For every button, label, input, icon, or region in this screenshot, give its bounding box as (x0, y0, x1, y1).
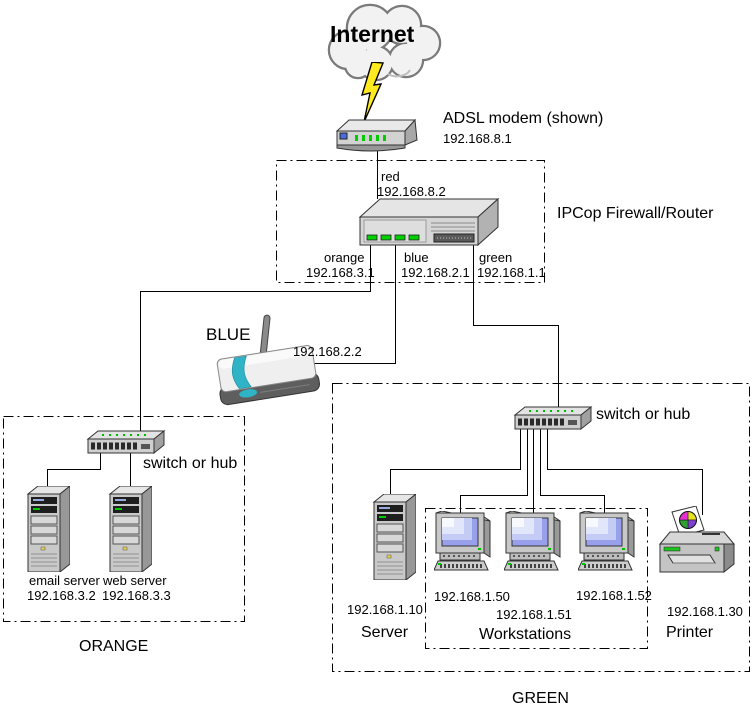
server-ip: 192.168.1.10 (347, 602, 423, 617)
workstation-3-ip: 192.168.1.52 (576, 588, 652, 603)
green-zone-box (332, 383, 750, 672)
internet-label: Internet (330, 21, 415, 47)
orange-interface-name: orange (324, 250, 365, 265)
link-orange-switch (140, 245, 371, 435)
workstation-2-icon (504, 511, 561, 571)
ipcop-zone-box (276, 160, 545, 283)
blue-zone-label: BLUE (206, 325, 251, 344)
firewall-router-icon (358, 197, 500, 247)
blue-interface-name: blue (404, 250, 429, 265)
green-zone-label: GREEN (512, 690, 569, 707)
blue-interface-ip: 192.168.2.1 (401, 265, 470, 280)
access-point-ip: 192.168.2.2 (293, 344, 362, 359)
workstations-label: Workstations (479, 626, 572, 643)
workstation-3-icon (578, 511, 635, 571)
lightning-bolt-icon (360, 62, 385, 123)
email-server-icon (26, 486, 70, 572)
ipcop-label: IPCop Firewall/Router (557, 205, 714, 222)
workstation-1-ip: 192.168.1.50 (434, 589, 510, 604)
web-server-label: web server (103, 573, 167, 588)
printer-label: Printer (666, 624, 714, 641)
link-switch-server (390, 429, 521, 497)
workstations-box (425, 508, 648, 649)
link-switch-email-server (47, 451, 101, 489)
orange-interface-ip: 192.168.3.1 (306, 265, 375, 280)
green-interface-name: green (479, 250, 513, 265)
green-switch-icon (513, 405, 593, 431)
workstation-2-ip: 192.168.1.51 (496, 607, 572, 622)
red-interface-ip: 192.168.8.2 (377, 184, 446, 199)
email-server-ip: 192.168.3.2 (27, 588, 96, 603)
link-switch-ws3 (540, 429, 605, 514)
orange-zone-label: ORANGE (79, 638, 149, 655)
server-label: Server (361, 624, 409, 641)
orange-zone-box (3, 416, 245, 622)
adsl-modem-label: ADSL modem (shown) (443, 110, 604, 127)
link-blue-ap (313, 245, 396, 364)
printer-icon (658, 506, 736, 574)
red-interface-name: red (381, 169, 400, 184)
link-switch-printer (547, 429, 703, 515)
orange-switch-label: switch or hub (143, 455, 238, 472)
link-green-switch (473, 245, 559, 409)
adsl-modem-icon (335, 118, 418, 152)
orange-switch-icon (86, 429, 166, 455)
internet-cloud-icon (327, 3, 442, 82)
web-server-ip: 192.168.3.3 (102, 588, 171, 603)
wireless-access-point-icon (216, 314, 321, 406)
green-interface-ip: 192.168.1.1 (477, 265, 546, 280)
green-switch-label: switch or hub (596, 406, 691, 423)
adsl-modem-ip: 192.168.8.1 (443, 131, 512, 146)
web-server-icon (108, 486, 152, 572)
printer-ip: 192.168.1.30 (667, 604, 743, 619)
link-switch-ws1 (460, 429, 528, 514)
workstation-1-icon (434, 511, 491, 571)
green-server-icon (372, 494, 416, 580)
email-server-label: email server (29, 573, 100, 588)
